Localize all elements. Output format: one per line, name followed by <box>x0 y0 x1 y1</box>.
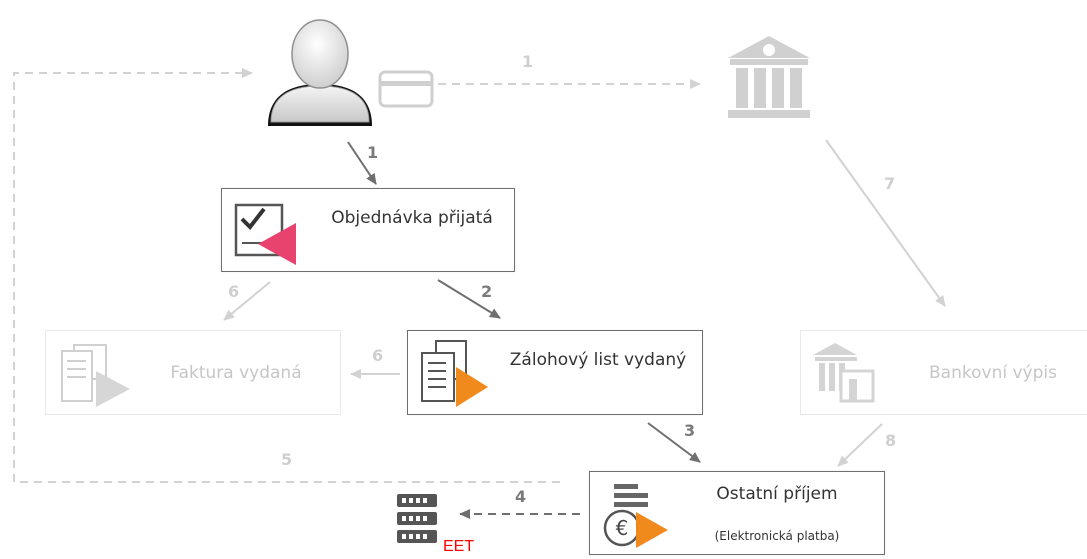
bank-statement-node[interactable]: Bankovní výpis <box>800 330 1087 415</box>
advance-invoice-label: Zálohový list vydaný <box>509 350 687 370</box>
step-number: 5 <box>281 450 293 469</box>
step-number: 6 <box>372 346 384 365</box>
bank-statement-label: Bankovní výpis <box>929 363 1057 383</box>
server-icon <box>397 494 437 543</box>
other-income-label: Ostatní příjem <box>716 484 838 504</box>
order-received-node[interactable]: Objednávka přijatá <box>221 188 515 272</box>
step-number: 3 <box>684 421 696 440</box>
arrow-income-to-customer <box>13 68 560 483</box>
arrow-bank-to-statement <box>825 139 946 307</box>
issued-invoice-label: Faktura vydaná <box>170 363 302 383</box>
checklist-icon <box>234 203 296 265</box>
step-number: 1 <box>367 143 379 162</box>
document-play-icon <box>61 344 130 407</box>
step-number: 2 <box>481 282 493 301</box>
eet-label: EET <box>443 538 475 555</box>
arrow-customer-to-order <box>347 141 377 185</box>
advance-invoice-node[interactable]: Zálohový list vydaný <box>407 330 703 415</box>
issued-invoice-node[interactable]: Faktura vydaná <box>45 330 341 415</box>
step-number: 6 <box>228 282 240 301</box>
step-number: 7 <box>884 174 896 193</box>
svg-text:€: € <box>616 516 629 540</box>
bank-icon <box>728 36 810 118</box>
other-income-node[interactable]: € Ostatní příjem (Elektronická platba) <box>589 471 885 555</box>
arrow-statement-to-income <box>837 423 883 467</box>
arrow-advance-to-income <box>647 422 701 463</box>
step-number: 1 <box>522 52 534 71</box>
other-income-sublabel: (Elektronická platba) <box>714 529 840 543</box>
step-number: 4 <box>515 487 527 506</box>
credit-card-icon <box>378 70 434 108</box>
document-play-icon <box>421 340 488 407</box>
step-number: 8 <box>885 431 897 450</box>
order-received-label: Objednávka přijatá <box>331 208 493 228</box>
arrow-order-to-invoice <box>223 281 271 321</box>
bank-statement-icon <box>813 343 875 403</box>
euro-play-icon: € <box>603 484 668 548</box>
arrow-order-to-advance <box>437 279 501 319</box>
user-icon <box>268 19 372 126</box>
